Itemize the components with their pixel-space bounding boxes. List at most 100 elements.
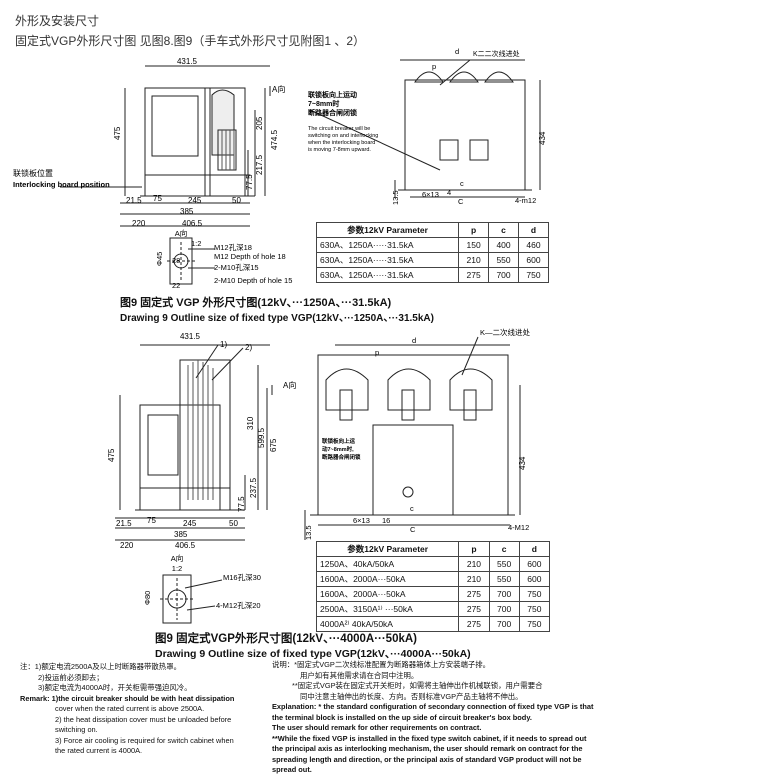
fig2-dim-2375: 237.5 (249, 477, 258, 498)
fig1-lock-cn3: 断路器合闸闭锁 (308, 108, 357, 117)
fig1-a-view-label: A向 (175, 228, 188, 238)
fig1-dim-215: 21.5 (126, 196, 142, 205)
fig2-k-secondary: K—二次线进处 (480, 327, 531, 337)
fig1-dim-135: 13.5 (391, 190, 400, 205)
fig2-dim-675: 675 (269, 438, 278, 452)
note-line: 说明：*固定式VGP二次线标准配置为断路器箱体上方安装端子排。 (272, 660, 491, 669)
fig2-dim-phi80: Φ80 (143, 591, 152, 605)
table-cell: 210 (458, 556, 490, 572)
fig1-dim-c: c (460, 179, 464, 188)
note-line: **固定式VGP装在固定式开关柜时，如需将主轴伸出作机械联锁，用户需要合 (292, 681, 543, 690)
fig2-hole1: M16孔深30 (223, 573, 261, 582)
fig1-k-secondary: K二二次线进处 (473, 49, 520, 58)
table-cell: 210 (458, 571, 490, 587)
note-line: 2) the heat dissipation cover must be un… (55, 714, 232, 724)
fig2-hole2: 4-M12孔深20 (216, 601, 261, 610)
fig1-dim-6x13: 6×13 (422, 190, 439, 199)
fig1-a-direction: A向 (272, 84, 285, 94)
fig1-dim-C: C (458, 197, 464, 206)
fig1-hole1-cn: M12孔深18 (214, 243, 252, 252)
table-cell: 275 (458, 267, 490, 283)
note-line: 3) Force air cooling is required for swi… (55, 735, 234, 745)
fig1-dim-4m12: 4-m12 (515, 196, 536, 205)
table-cell: 1250A、40kA/50kA (315, 556, 460, 572)
table-row: 1600A、2000A···50kA 210 550 600 (315, 571, 551, 587)
table-cell: 750 (518, 586, 551, 602)
fig2-dim-50: 50 (229, 519, 238, 528)
fig2-a-direction: A向 (283, 380, 296, 390)
fig2-caption-en: Drawing 9 Outline size of fixed type VGP… (155, 648, 471, 660)
fig1-dim-phi45: Φ45 (155, 252, 164, 266)
fig2-dim-245: 245 (183, 519, 197, 528)
table-cell: 700 (488, 267, 520, 283)
table-cell: 1600A、2000A···50kA (315, 586, 460, 602)
table-header: d (518, 541, 551, 557)
figure1-drawing: 431.5 A向 475 205 474.5 217.5 77.5 联锁板位置 … (13, 48, 547, 290)
fig2-lock-line2: 动7~8mm时, (322, 445, 354, 453)
table-header: c (488, 541, 520, 557)
fig1-lock-en1: The circuit breaker will be (308, 126, 370, 132)
fig2-dim-310: 310 (246, 416, 255, 430)
fig2-dim-75: 75 (147, 516, 156, 525)
table-cell: 275 (458, 586, 490, 602)
table-header: c (488, 222, 520, 238)
table-cell: 750 (518, 601, 551, 617)
fig2-dim-135: 13.5 (304, 525, 313, 540)
fig2-caption-cn: 图9 固定式VGP外形尺寸图(12kV、···4000A···50kA) (155, 633, 417, 645)
table-header: 参数12kV Parameter (315, 541, 460, 557)
fig1-lock-en3: when the interlocking board (307, 140, 375, 146)
fig1-parameter-table: 参数12kV Parameter p c d 630A、1250A·····31… (315, 222, 549, 283)
fig1-dim-4745: 474.5 (270, 129, 279, 150)
table-cell: 460 (518, 237, 549, 253)
table-row: 630A、1250A·····31.5kA 150 400 460 (315, 237, 549, 253)
table-cell: 4000A²⁾ 40kA/50kA (315, 616, 460, 632)
fig1-dim-475: 475 (113, 126, 122, 140)
note-line: 同中注意主轴伸出的长度、方向。否则标准VGP产品主轴将不伸出。 (300, 691, 523, 701)
table-cell: 600 (518, 571, 551, 587)
fig2-parameter-table: 参数12kV Parameter p c d 1250A、40kA/50kA 2… (315, 541, 551, 632)
table-cell: 550 (488, 571, 520, 587)
fig2-dim-4065: 406.5 (175, 541, 196, 550)
fig1-dim-2175: 217.5 (255, 154, 264, 175)
fig1-dim-775: 77.5 (245, 174, 254, 190)
fig1-dim-d: d (455, 48, 459, 56)
fig2-dim-385: 385 (174, 530, 188, 539)
fig2-dim-4M12: 4-M12 (508, 523, 529, 532)
fig1-dim-22: 22 (172, 281, 180, 290)
note-line: switching on. (55, 725, 98, 734)
table-cell: 700 (488, 586, 520, 602)
table-header: p (458, 541, 490, 557)
fig2-dim-d: d (412, 336, 416, 345)
fig2-a-view-label: A向 (171, 553, 184, 563)
table-header: p (458, 222, 490, 238)
fig1-dim-50: 50 (232, 196, 241, 205)
table-header: d (518, 222, 549, 238)
fig2-dim-775: 77.5 (237, 496, 246, 512)
table-row: 630A、1250A·····31.5kA 210 550 600 (315, 252, 549, 268)
note-line: spread out. (272, 765, 312, 774)
page-subtitle: 固定式VGP外形尺寸图 见图8.图9（手车式外形尺寸见附图1 、2） (15, 34, 366, 48)
table-cell: 400 (488, 237, 520, 253)
fig1-lock-cn1: 联锁板向上运动 (308, 90, 357, 99)
table-row: 2500A、3150A¹⁾ ···50kA 275 700 750 (315, 601, 551, 617)
table-row: 1600A、2000A···50kA 275 700 750 (315, 586, 551, 602)
table-cell: 600 (518, 252, 549, 268)
fig1-dim-385: 385 (180, 207, 194, 216)
table-cell: 630A、1250A·····31.5kA (315, 237, 460, 253)
table-cell: 275 (458, 601, 490, 617)
fig1-hole2-cn: 2-M10孔深15 (214, 263, 259, 272)
note-line: the rated current is 4000A. (55, 746, 143, 755)
table-header-row: 参数12kV Parameter p c d (315, 541, 551, 557)
note-line: 用户如有其他需求请在合同中注明。 (300, 670, 419, 680)
fig1-dim-220: 220 (132, 219, 146, 228)
fig1-dim-205: 205 (255, 116, 264, 130)
note-line: Explanation: * the standard configuratio… (272, 702, 594, 711)
table-cell: 550 (488, 556, 520, 572)
table-cell: 750 (518, 267, 549, 283)
fig1-breaker-body (144, 87, 211, 197)
notes-left: 注：1)额定电流2500A及以上时断路器带散热罩。 2)投运前必须卸去； 3)额… (20, 662, 270, 757)
fig2-dim-475: 475 (107, 448, 116, 462)
fig1-front-view (404, 79, 526, 191)
table-cell: 700 (488, 601, 520, 617)
note-line: 3)额定电流为4000A时，开关柜需带强迫风冷。 (38, 683, 192, 692)
